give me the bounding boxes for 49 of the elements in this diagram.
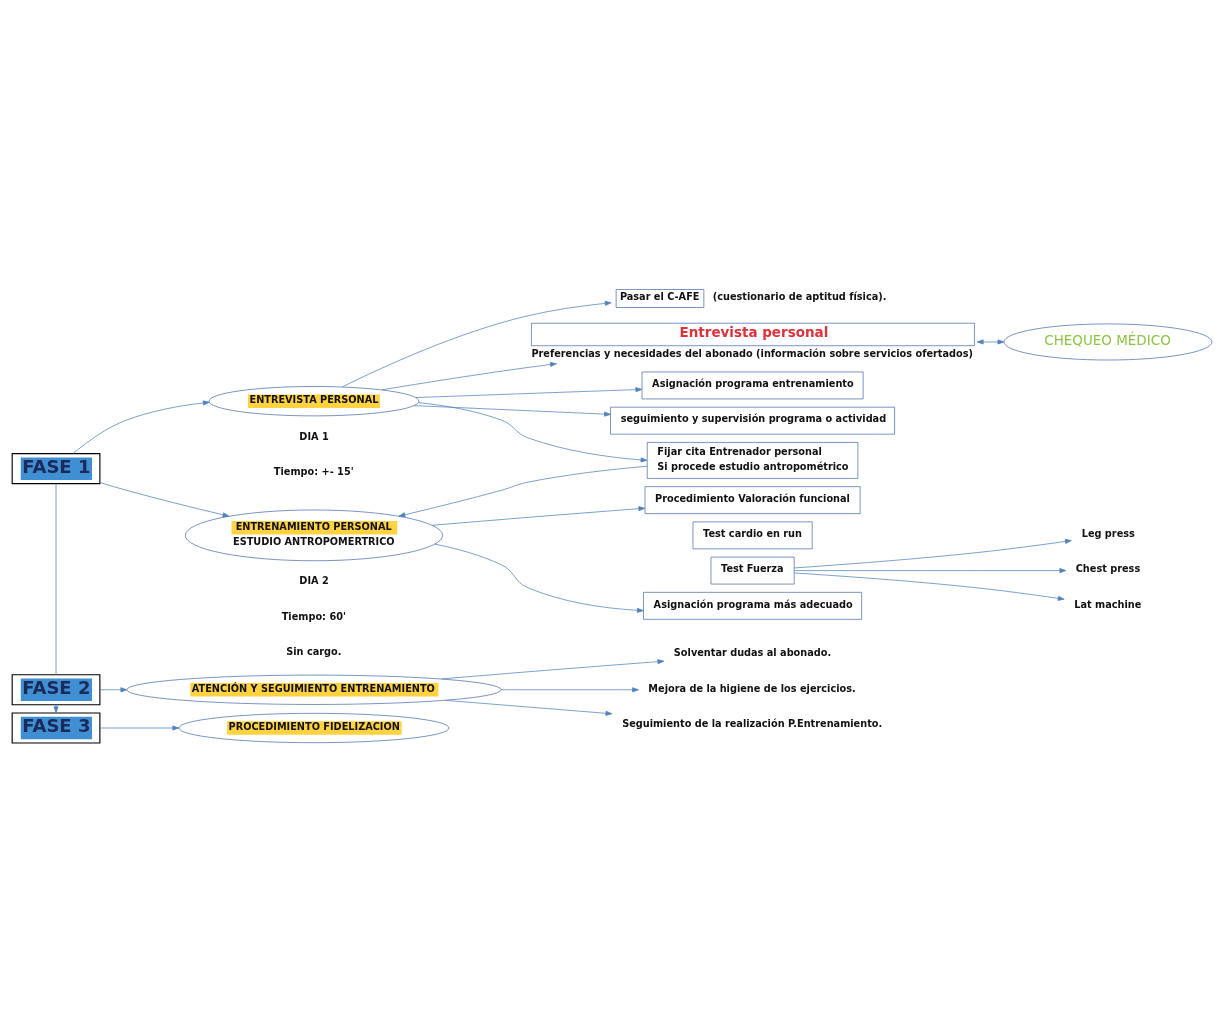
node-box: FASE 1: [11, 453, 101, 485]
arrow: [413, 405, 611, 417]
node-label: Sin cargo.: [286, 645, 342, 657]
node-box: Entrevista personal: [531, 322, 975, 347]
node-label: Tiempo: 60': [281, 610, 346, 622]
connector: [55, 483, 57, 676]
node-box: Asignación programa entrenamiento: [641, 371, 864, 400]
node-ellipse: PROCEDIMIENTO FIDELIZACION: [178, 712, 450, 744]
node-text: Leg press: [1081, 528, 1135, 540]
arrow: [793, 572, 1065, 601]
node-box: Test cardio en run: [692, 521, 813, 550]
node-text: Solventar dudas al abonado.: [673, 647, 832, 659]
arrow: [500, 687, 639, 693]
arrow: [434, 543, 644, 613]
arrow: [441, 659, 665, 680]
arrow: [976, 339, 1005, 345]
arrow: [418, 402, 648, 463]
node-text: Seguimiento de la realización P.Entrenamiento.: [622, 717, 883, 729]
arrow: [398, 465, 648, 518]
arrow: [53, 704, 59, 714]
arrow: [793, 568, 1067, 574]
arrow: [415, 387, 643, 398]
node-box: Procedimiento Valoración funcional: [644, 486, 861, 514]
node-box: Asignación programa más adecuado: [643, 591, 862, 620]
arrow: [99, 482, 230, 518]
node-box: seguimiento y supervisión programa o actividad: [610, 406, 895, 435]
node-box: Pasar el C-AFE: [615, 289, 705, 308]
arrow: [99, 725, 180, 731]
node-label: Preferencias y necesidades del abonado (información sobre servicios ofertados): [531, 348, 973, 360]
node-text: Mejora de la higiene de los ejercicios.: [648, 682, 856, 694]
arrow: [431, 506, 646, 526]
node-ellipse: ENTREVISTA PERSONAL: [208, 386, 420, 417]
arrow: [342, 300, 612, 388]
node-box: Test Fuerza: [710, 556, 795, 585]
node-label: DIA 1: [299, 430, 329, 442]
node-label: Tiempo: +- 15': [273, 465, 354, 477]
arrow: [445, 700, 613, 716]
node-box: FASE 3: [11, 712, 101, 744]
node-box: Fijar cita Entrenador personal Si procede estudio antropométrico: [646, 442, 859, 479]
arrow: [72, 400, 210, 454]
arrow: [381, 362, 557, 391]
arrow: [99, 687, 128, 693]
node-label: DIA 2: [299, 575, 329, 587]
node-text: Chest press: [1075, 563, 1141, 575]
node-label: (cuestionario de aptitud física).: [712, 291, 887, 303]
node-text: Lat machine: [1074, 598, 1142, 610]
node-ellipse: CHEQUEO MÉDICO: [1003, 323, 1213, 361]
arrow: [793, 539, 1072, 569]
node-ellipse: ATENCIÓN Y SEGUIMIENTO ENTRENAMIENTO: [126, 674, 502, 705]
